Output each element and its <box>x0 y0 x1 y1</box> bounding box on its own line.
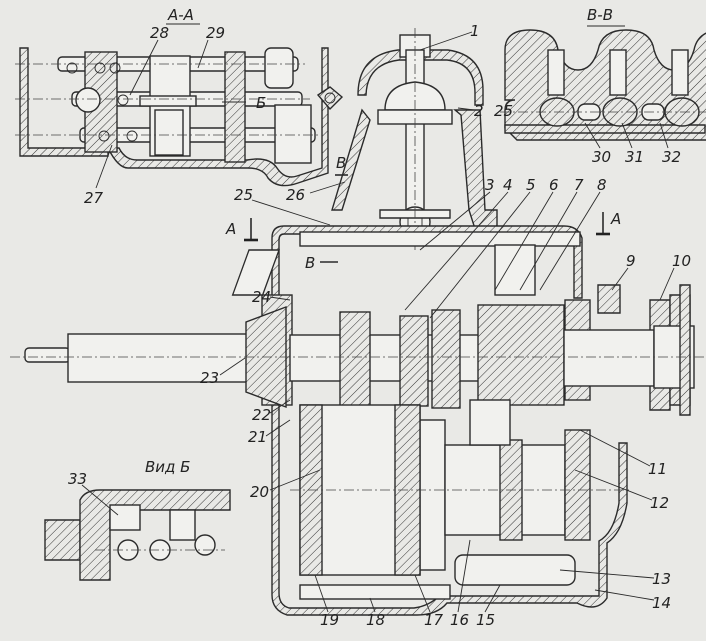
callout-3: 3 <box>485 176 495 194</box>
callout-25: 25 <box>234 186 253 204</box>
callout-5: 5 <box>526 176 536 194</box>
callout-15: 15 <box>476 611 495 629</box>
callout-23: 23 <box>200 369 219 387</box>
callout-1: 1 <box>470 22 480 40</box>
callout-27: 27 <box>84 189 104 207</box>
callout-30: 30 <box>592 148 611 166</box>
marker-a-left: А <box>225 220 236 238</box>
main-shaft <box>10 284 706 416</box>
callout-4: 4 <box>503 176 513 194</box>
view-b-title: Вид Б <box>145 458 190 476</box>
callout-22: 22 <box>252 406 271 424</box>
callout-19: 19 <box>320 611 339 629</box>
callout-10: 10 <box>672 252 691 270</box>
callout-6: 6 <box>549 176 559 194</box>
callout-29: 29 <box>206 24 225 42</box>
section-v-v <box>500 29 706 141</box>
callout-20: 20 <box>250 483 269 501</box>
callout-14: 14 <box>652 594 671 612</box>
view-b <box>44 489 231 581</box>
marker-v-top: В <box>336 154 346 172</box>
callout-8: 8 <box>597 176 607 194</box>
callout-11: 11 <box>648 460 667 478</box>
section-a-a-title: А-А <box>167 6 194 24</box>
section-a-a <box>15 47 344 187</box>
callout-21: 21 <box>248 428 267 446</box>
callout-2: 2 <box>474 102 484 120</box>
shift-lever-tower <box>331 28 498 250</box>
callout-26: 26 <box>286 186 305 204</box>
callout-32: 32 <box>662 148 681 166</box>
callout-13: 13 <box>652 570 671 588</box>
marker-a-right: А <box>610 210 621 228</box>
callout-33: 33 <box>68 470 87 488</box>
marker-v-bottom: В <box>305 254 315 272</box>
callout-7: 7 <box>574 176 584 194</box>
callout-16: 16 <box>450 611 469 629</box>
callout-18: 18 <box>366 611 385 629</box>
callout-25-section: 25 <box>494 102 513 120</box>
countershaft <box>290 399 630 600</box>
callout-17: 17 <box>424 611 444 629</box>
callout-12: 12 <box>650 494 669 512</box>
callout-24: 24 <box>252 288 271 306</box>
section-v-v-title: В-В <box>587 6 613 24</box>
callout-31: 31 <box>625 148 644 166</box>
marker-b: Б <box>256 94 266 112</box>
callout-28: 28 <box>150 24 169 42</box>
callout-9: 9 <box>626 252 636 270</box>
